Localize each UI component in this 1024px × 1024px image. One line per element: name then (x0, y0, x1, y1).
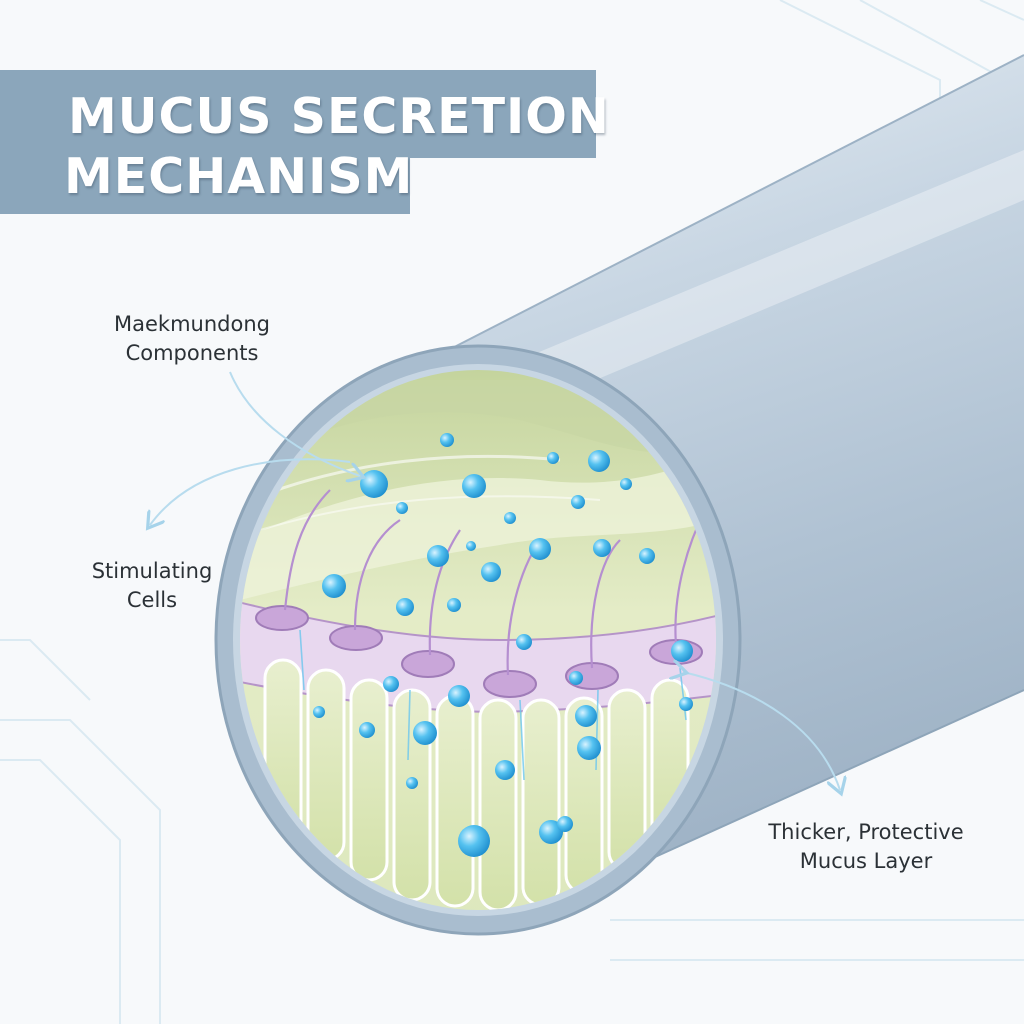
title-banner-bottom (0, 158, 410, 214)
stimulating-arrow (150, 458, 351, 525)
mucus-droplets (313, 433, 693, 857)
components-arrow (229, 371, 360, 476)
title-line-1: MUCUS SECRETION (68, 88, 610, 145)
mucus-layer-arrow (683, 672, 840, 790)
title-banner-top (0, 70, 596, 158)
label-mucus-line-2: Mucus Layer (799, 849, 933, 873)
label-stimulating-line-2: Cells (126, 588, 178, 612)
title-banner: MUCUS SECRETION MECHANISM (0, 70, 609, 214)
label-stimulating-line-1: Stimulating (91, 559, 213, 583)
label-components: Maekmundong Components (92, 310, 292, 368)
label-components-line-1: Maekmundong (114, 312, 270, 336)
label-mucus-line-1: Thicker, Protective (768, 820, 964, 844)
title-line-2: MECHANISM (64, 148, 414, 205)
label-stimulating-cells: Stimulating Cells (64, 557, 240, 615)
columnar-cells (263, 658, 690, 910)
cross-section (240, 370, 716, 910)
callout-arrows (150, 371, 840, 790)
label-mucus-layer: Thicker, Protective Mucus Layer (748, 818, 984, 876)
label-components-line-2: Components (125, 341, 259, 365)
